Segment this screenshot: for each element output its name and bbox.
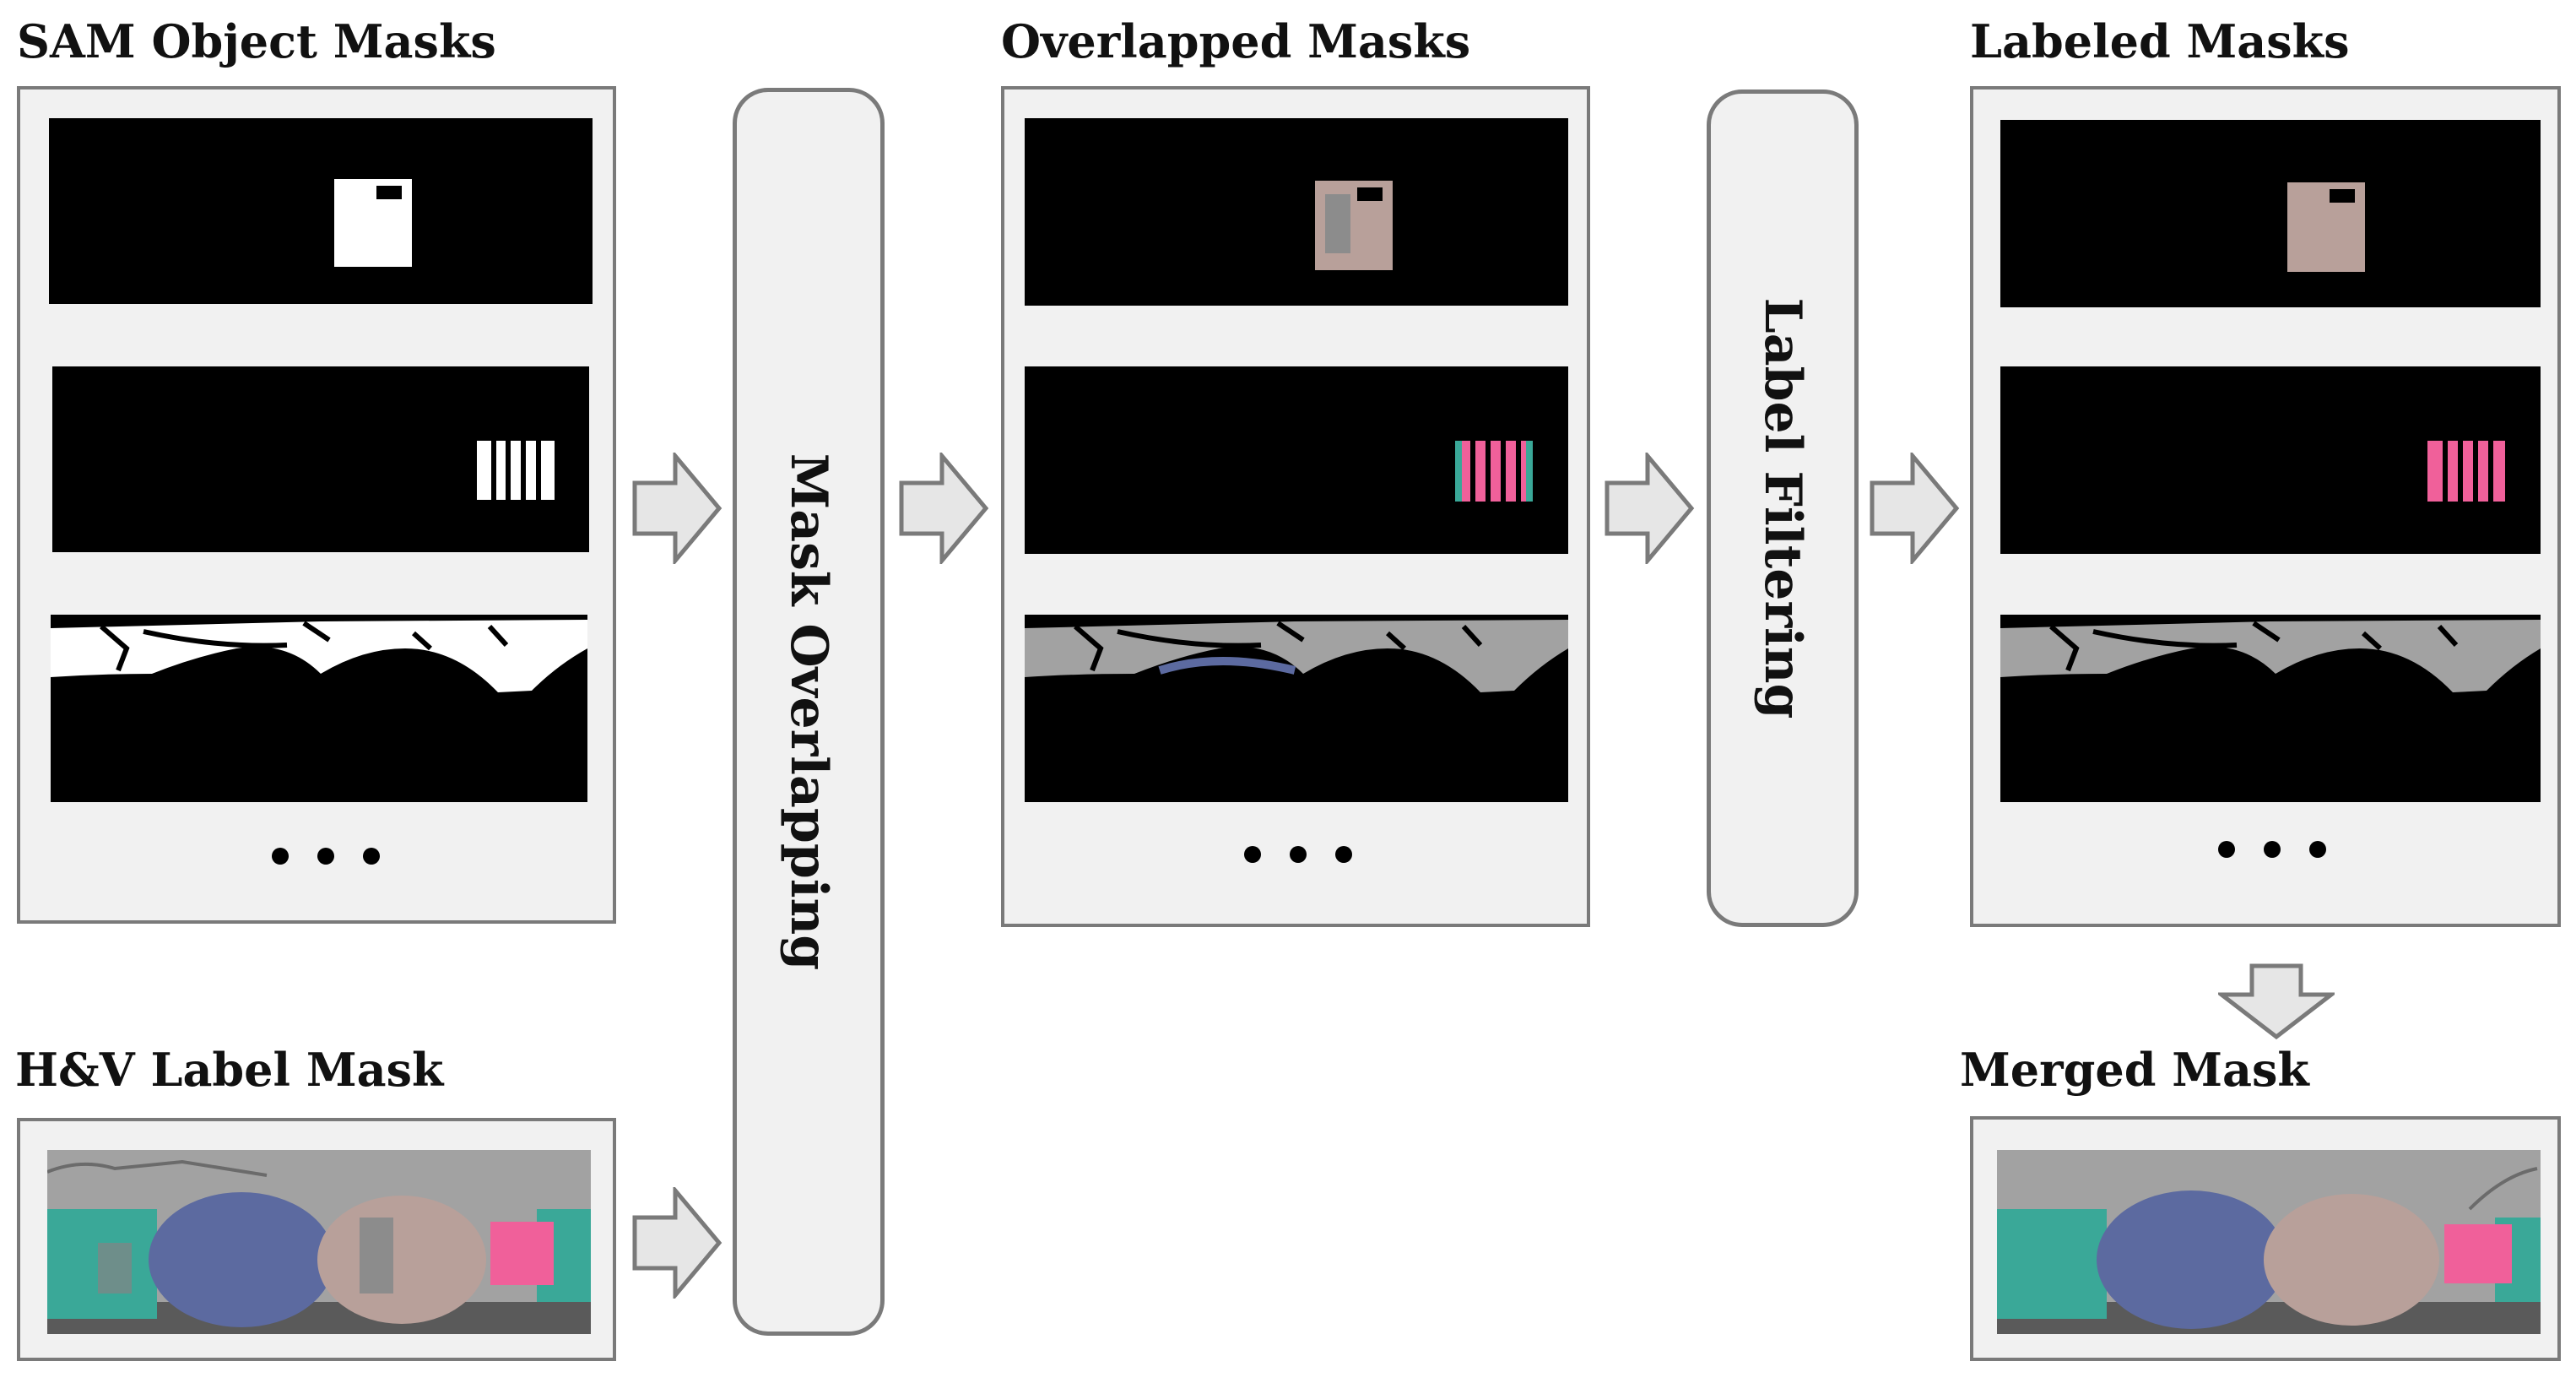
labeled-mask-radiator — [2000, 366, 2541, 554]
labeled-ellipsis — [2218, 841, 2326, 858]
heading-hv-label-mask: H&V Label Mask — [15, 1043, 444, 1097]
overlapped-mask-scale — [1025, 118, 1568, 306]
labeled-masks-panel — [1970, 86, 2561, 927]
merged-mask-panel — [1970, 1116, 2561, 1361]
overlapped-mask-ceiling — [1025, 615, 1568, 802]
arrow-sam-to-overlapping — [632, 453, 722, 564]
overlapped-mask-radiator — [1025, 366, 1568, 554]
label-filtering-label: Label Filtering — [1753, 297, 1812, 719]
overlapped-ellipsis — [1244, 846, 1352, 863]
sam-mask-scale — [49, 118, 593, 304]
heading-sam-object-masks: SAM Object Masks — [17, 14, 496, 68]
arrow-overlapped-to-filtering — [1605, 453, 1695, 564]
heading-merged-mask: Merged Mask — [1960, 1043, 2309, 1097]
labeled-mask-ceiling — [2000, 615, 2541, 802]
arrow-overlapping-to-overlapped — [899, 453, 989, 564]
sam-object-masks-panel — [17, 86, 616, 924]
mask-overlapping-label: Mask Overlapping — [779, 453, 838, 971]
hv-label-mask-panel — [17, 1118, 616, 1361]
sam-mask-ceiling — [51, 615, 587, 802]
label-filtering-step: Label Filtering — [1707, 89, 1859, 927]
mask-overlapping-step: Mask Overlapping — [733, 88, 885, 1336]
arrow-filtering-to-labeled — [1870, 453, 1960, 564]
heading-labeled-masks: Labeled Masks — [1970, 14, 2350, 68]
arrow-labeled-to-merged — [2218, 963, 2335, 1040]
hv-label-mask-image — [47, 1150, 591, 1334]
sam-ellipsis — [272, 848, 380, 865]
arrow-hv-to-overlapping — [632, 1187, 722, 1299]
sam-mask-radiator — [52, 366, 589, 552]
labeled-mask-scale — [2000, 120, 2541, 307]
heading-overlapped-masks: Overlapped Masks — [1001, 14, 1471, 68]
overlapped-masks-panel — [1001, 86, 1590, 927]
merged-mask-image — [1997, 1150, 2541, 1334]
